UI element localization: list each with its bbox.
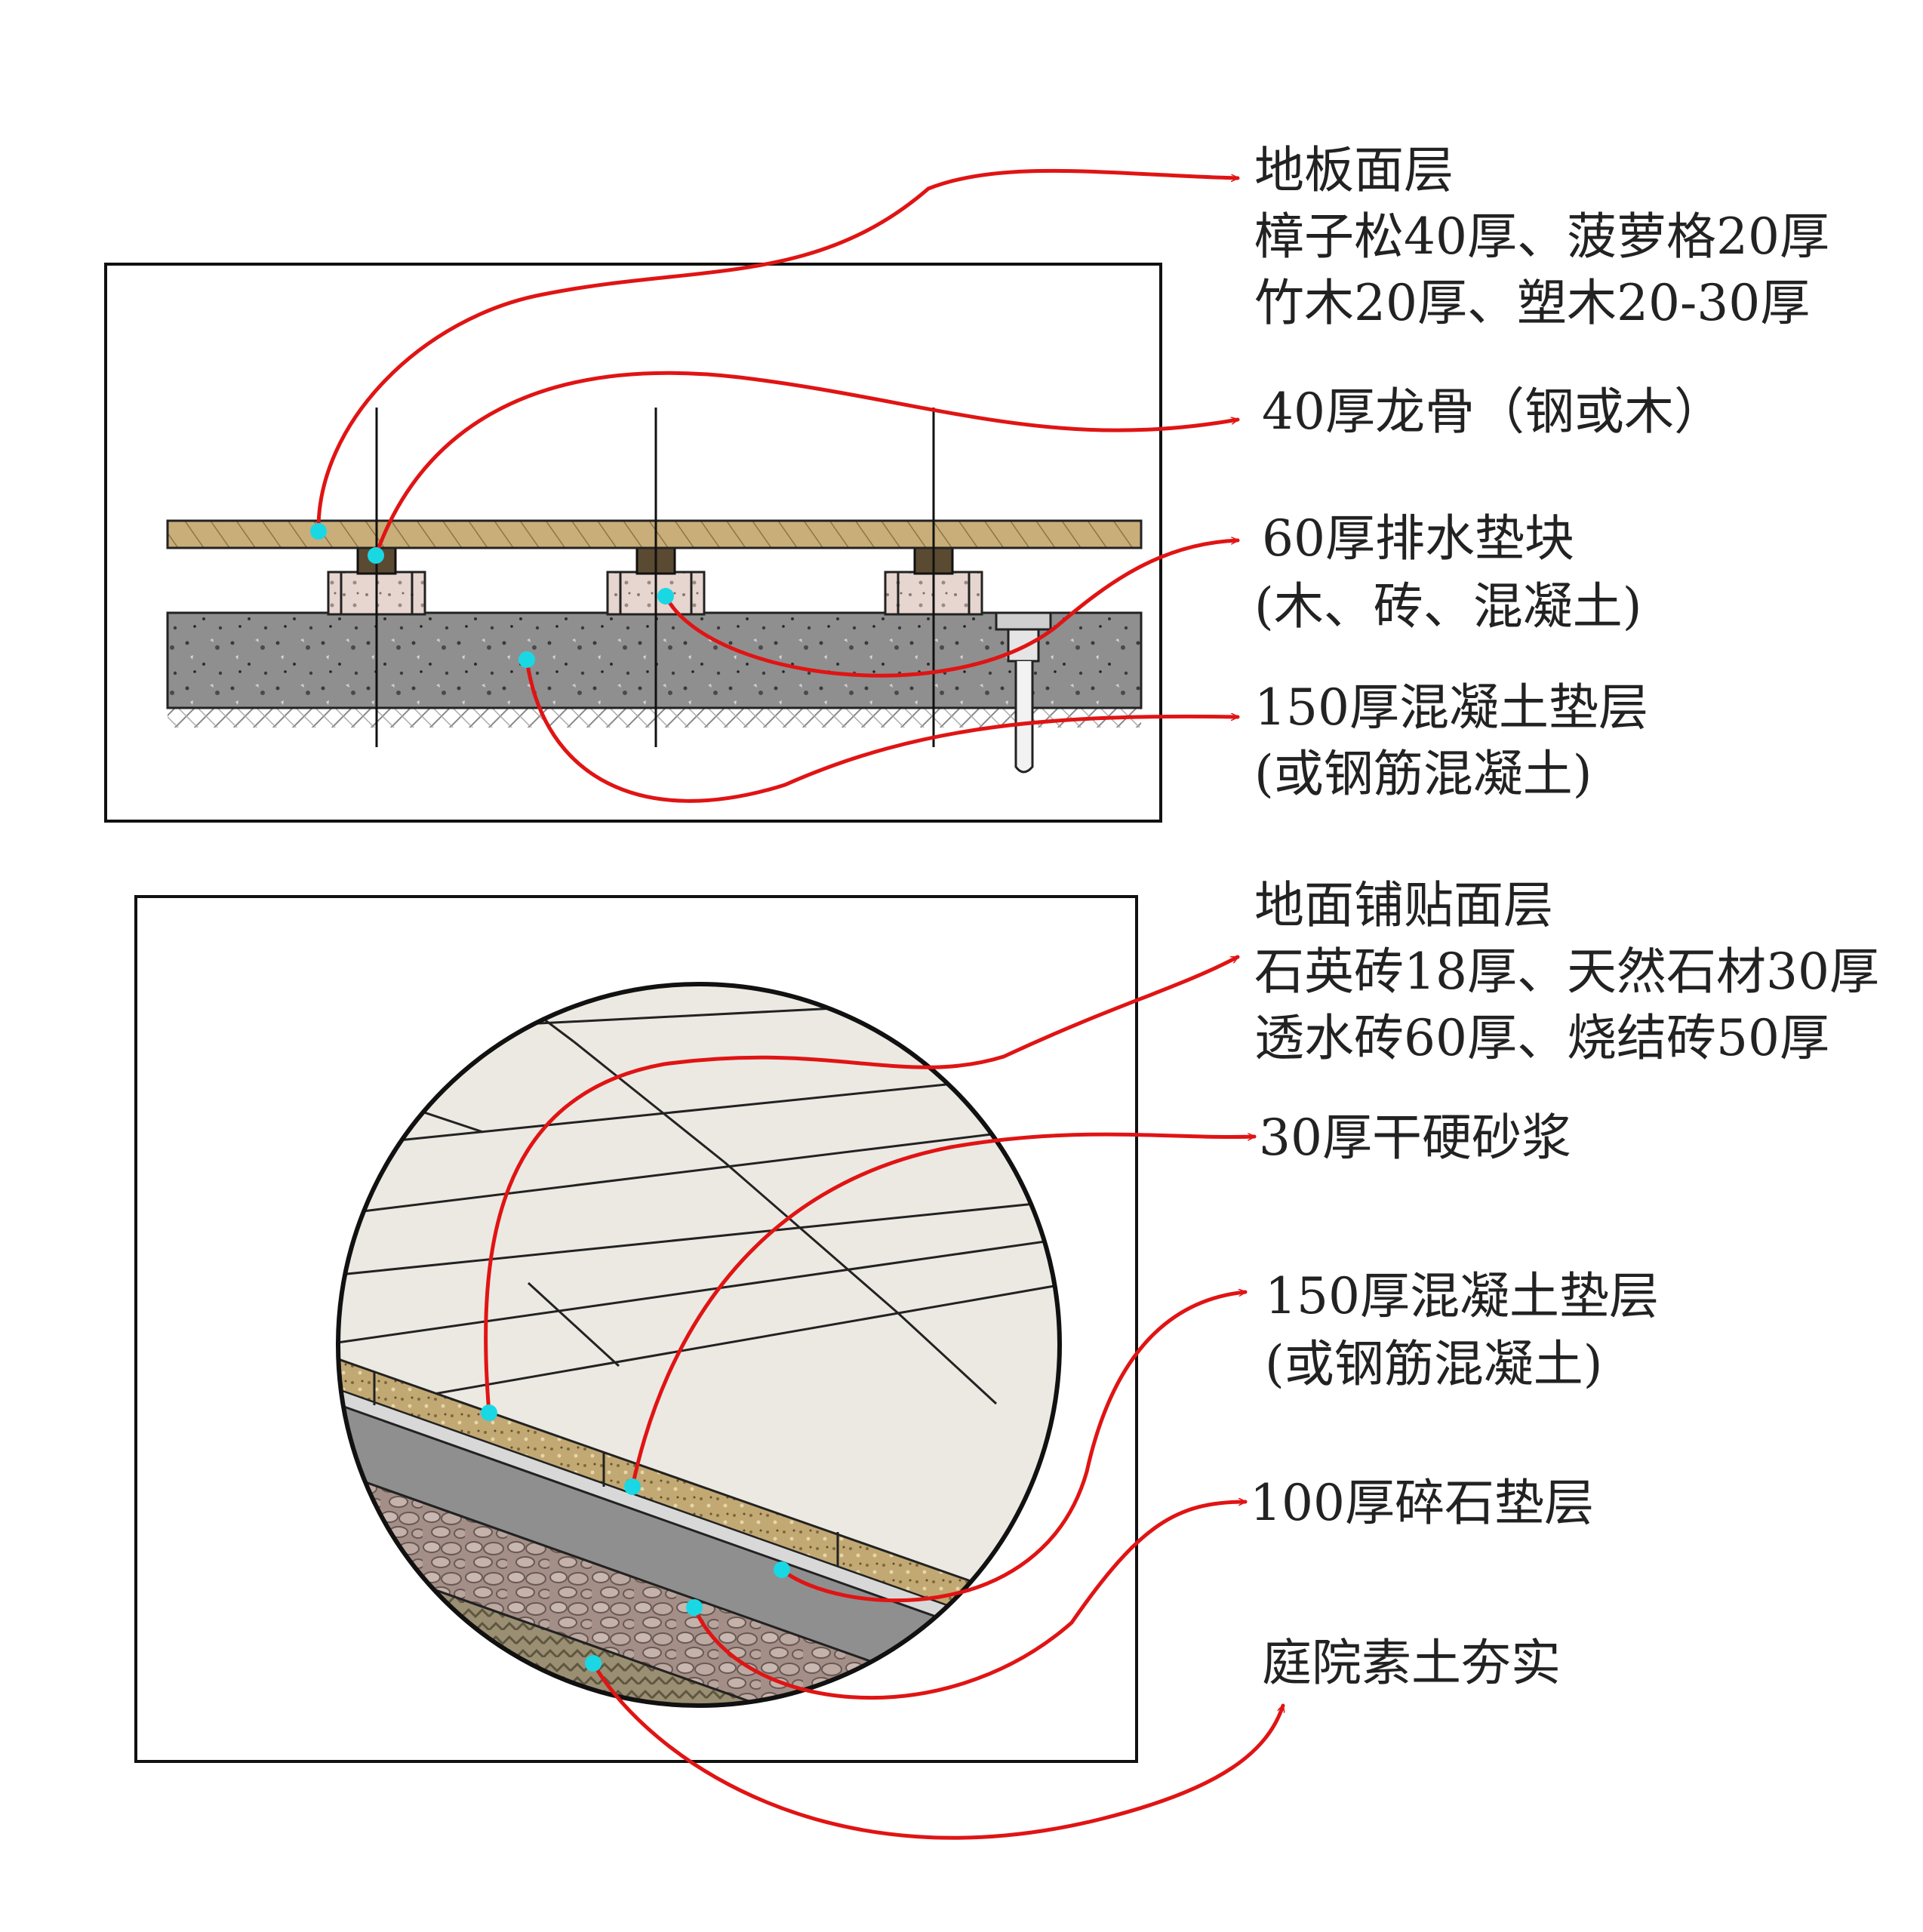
anchor-dot	[774, 1561, 790, 1578]
anchor-dot	[368, 547, 384, 564]
label-concrete-base-line2: (或钢筋混凝土)	[1265, 1335, 1603, 1393]
leader-concrete-slab	[525, 657, 1240, 803]
label-drainage-pad-title: 60厚排水垫块	[1262, 509, 1574, 568]
label-paving-surface-line3: 透水砖60厚、烧结砖50厚	[1254, 1009, 1829, 1067]
anchor-dot	[518, 651, 535, 668]
label-paving-surface-line2: 石英砖18厚、天然石材30厚	[1254, 943, 1879, 1001]
deck-board	[166, 519, 1143, 549]
anchor-dot	[585, 1655, 602, 1672]
label-gravel: 100厚碎石垫层	[1250, 1474, 1594, 1532]
paving-labels: 地面铺贴面层 石英砖18厚、天然石材30厚 透水砖60厚、烧结砖50厚 30厚干…	[1250, 876, 1879, 1692]
anchor-dot	[686, 1599, 703, 1616]
leader-compacted-soil	[591, 1661, 1283, 1840]
leader-deck-surface	[316, 168, 1240, 534]
anchor-dot	[481, 1404, 497, 1421]
anchor-dot	[310, 523, 327, 540]
leader-lines	[316, 168, 1283, 1840]
label-drainage-pad-line2: (木、砖、混凝土)	[1254, 577, 1642, 635]
tile-edge-layer	[338, 1334, 1060, 1663]
label-dry-mortar: 30厚干硬砂浆	[1259, 1109, 1571, 1167]
mortar-layer	[338, 1364, 1060, 1677]
leader-concrete-base	[780, 1292, 1248, 1603]
anchor-dot	[657, 588, 674, 605]
deck-labels: 地板面层 樟子松40厚、菠萝格20厚 竹木20厚、塑木20-30厚 40厚龙骨（…	[1254, 141, 1829, 803]
deck-section-frame	[104, 263, 1162, 823]
anchor-dots	[310, 523, 790, 1672]
anchor-dot	[624, 1478, 641, 1495]
label-paving-surface-title: 地面铺贴面层	[1254, 876, 1553, 934]
label-concrete-slab-title: 150厚混凝土垫层	[1254, 678, 1648, 737]
leader-paving-surface	[484, 955, 1240, 1415]
post-lines	[375, 408, 935, 747]
leader-gravel	[692, 1502, 1248, 1700]
label-concrete-base-title: 150厚混凝土垫层	[1265, 1267, 1659, 1325]
detail-circle-outline	[336, 982, 1062, 1708]
ground-hatch	[168, 708, 1141, 728]
label-joist: 40厚龙骨（钢或木）	[1262, 383, 1724, 441]
label-concrete-slab-line2: (或钢筋混凝土)	[1254, 745, 1592, 803]
paving-section-drawing	[134, 895, 1138, 1763]
paving-section-frame	[134, 895, 1138, 1763]
leader-dry-mortar	[630, 1132, 1257, 1489]
gravel-layer	[338, 1447, 1060, 1706]
label-deck-surface-line3: 竹木20厚、塑木20-30厚	[1254, 274, 1810, 332]
label-compacted-soil: 庭院素土夯实	[1262, 1634, 1561, 1692]
label-deck-surface-line2: 樟子松40厚、菠萝格20厚	[1254, 208, 1829, 266]
leader-drainage-pad	[663, 540, 1240, 678]
deck-section-drawing	[104, 263, 1162, 823]
label-deck-surface-title: 地板面层	[1254, 141, 1454, 199]
leader-joist	[374, 371, 1240, 558]
